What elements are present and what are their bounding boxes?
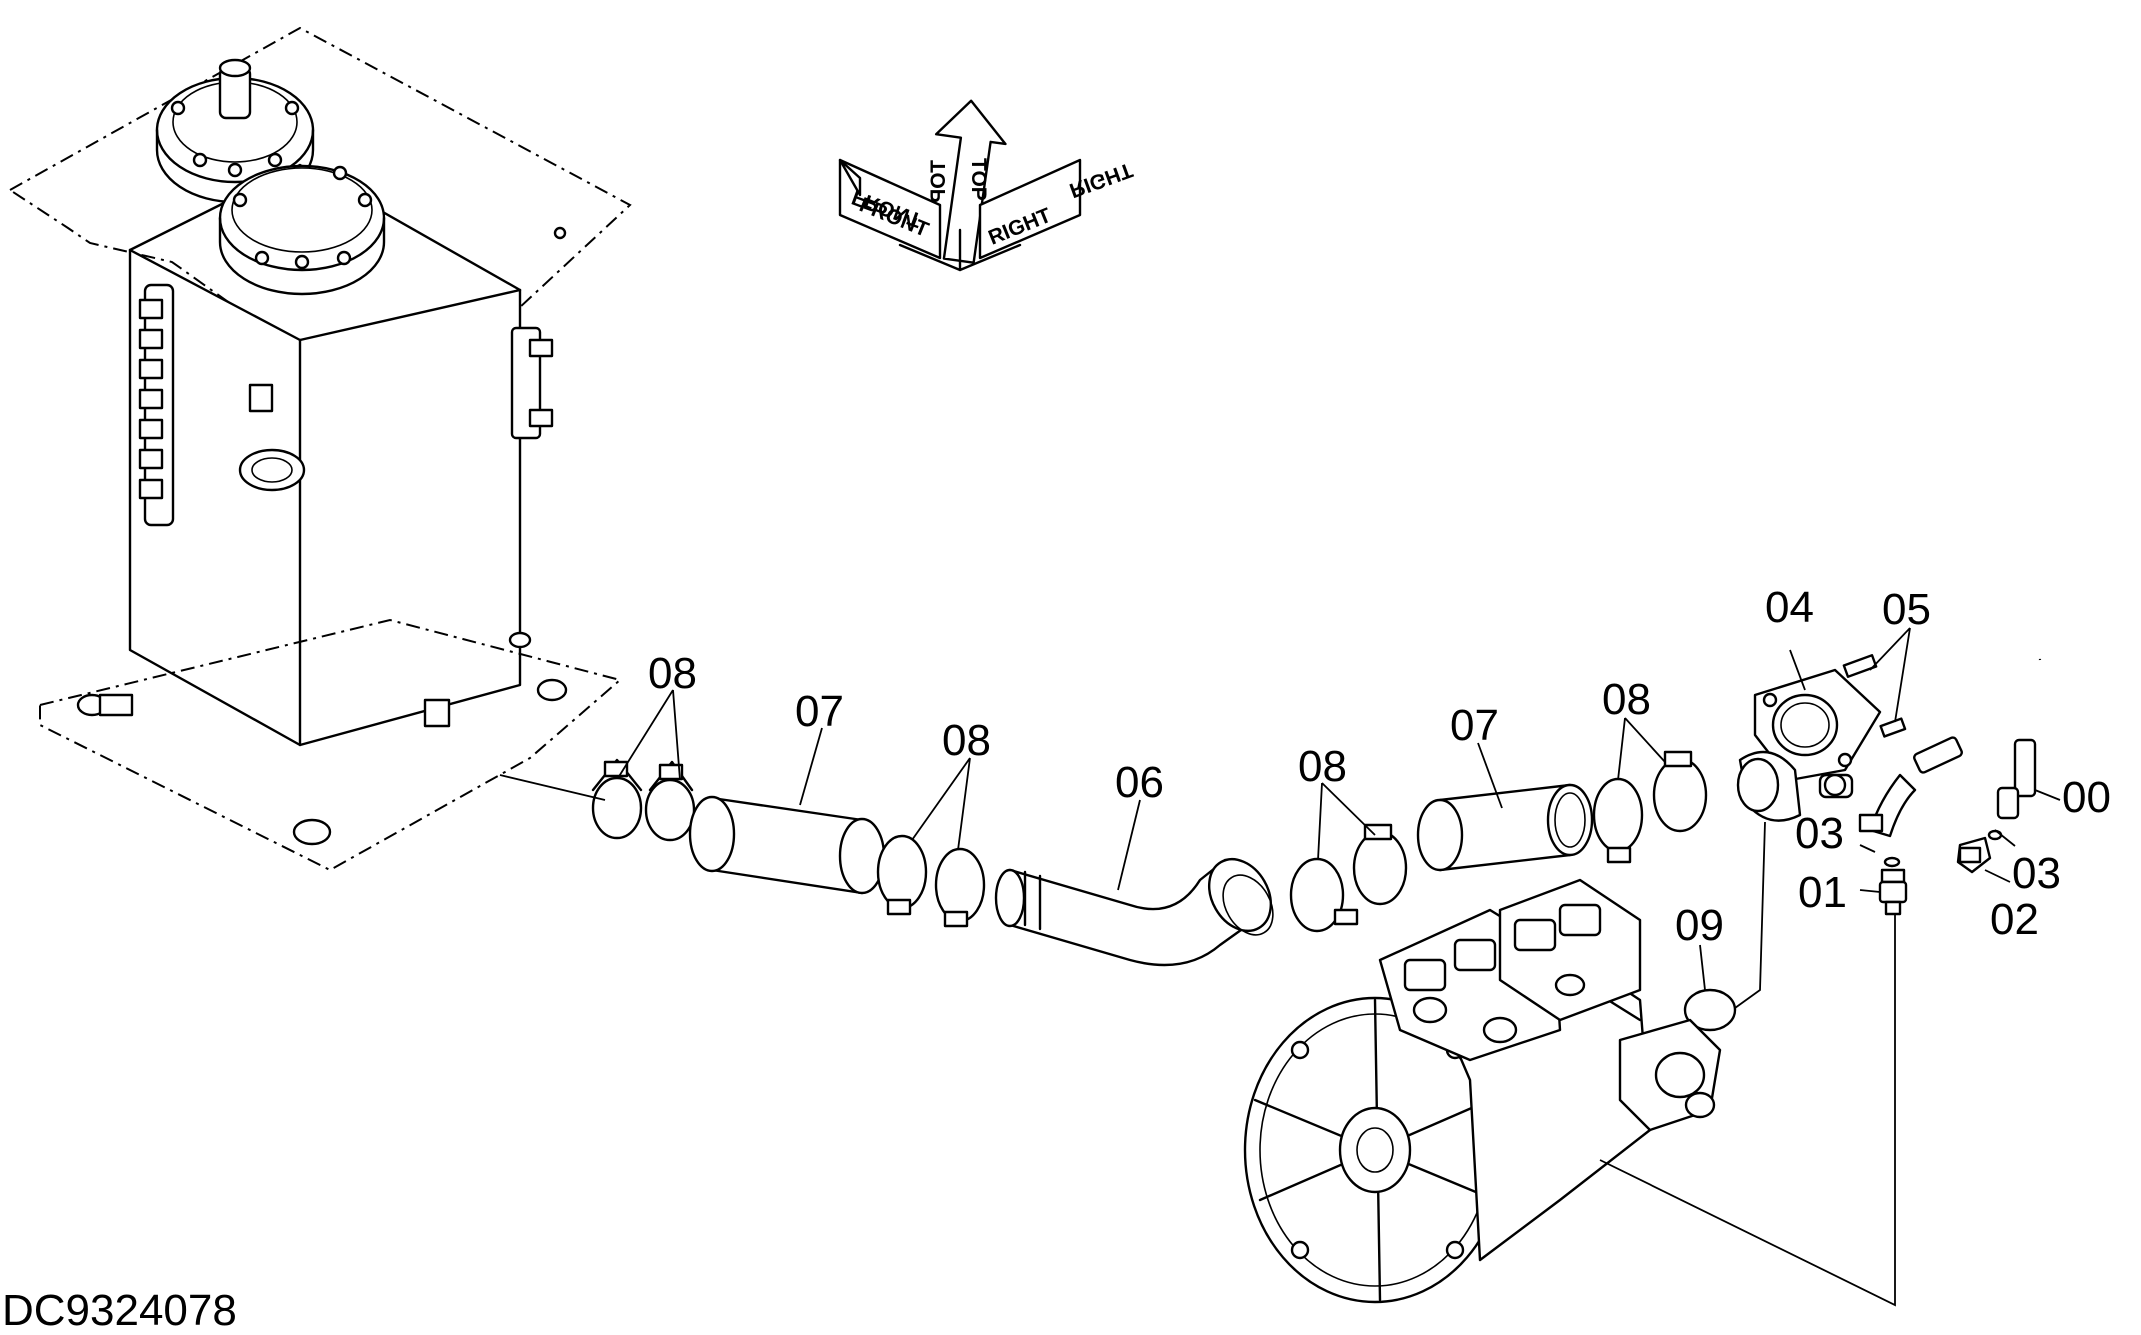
hose-clamp-group-middle [876,834,986,928]
callout-08-middle: 08 [942,716,991,765]
suction-cover [218,164,386,296]
callout-09: 09 [1675,901,1724,950]
callout-03-left: 03 [1795,809,1844,858]
breather-cap [155,58,315,204]
suction-pipe [994,858,1274,967]
drawing-id: DC9324078 [2,1286,237,1335]
callout-01: 01 [1798,868,1847,917]
callout-00: 00 [2062,773,2111,822]
hydraulic-tank [8,26,632,872]
hose-left [688,795,886,895]
callout-08-right-center: 08 [1298,742,1347,791]
hose-assembly [1858,658,2046,838]
hose-clamp-group-left [591,758,696,842]
arrow-label-top-mirrored: TOP [927,160,950,203]
tank-fittings [138,283,175,527]
hose-clamp-group-right [1592,750,1708,864]
callout-08-right: 08 [1602,675,1651,724]
callout-05: 05 [1882,585,1931,634]
flange-bolts [1842,654,1907,738]
callout-03-right: 03 [2012,849,2061,898]
arrow-label-top: TOP [967,158,990,201]
o-ring [1683,988,1737,1032]
callout-04: 04 [1765,583,1814,632]
fittings-small [1878,829,2003,916]
callout-06: 06 [1115,758,1164,807]
hose-clamp-group-right-center [1289,823,1408,933]
callout-07-left: 07 [795,687,844,736]
hose-right [1416,783,1594,872]
callout-07-right: 07 [1450,701,1499,750]
suction-flange [1736,668,1882,822]
orientation-arrow: FRONT FRONT TOP TOP RIGHT RIGHT [838,99,1136,272]
hydraulic-pump [1243,878,1722,1304]
callout-08-left: 08 [648,649,697,698]
callout-02: 02 [1990,895,2039,944]
